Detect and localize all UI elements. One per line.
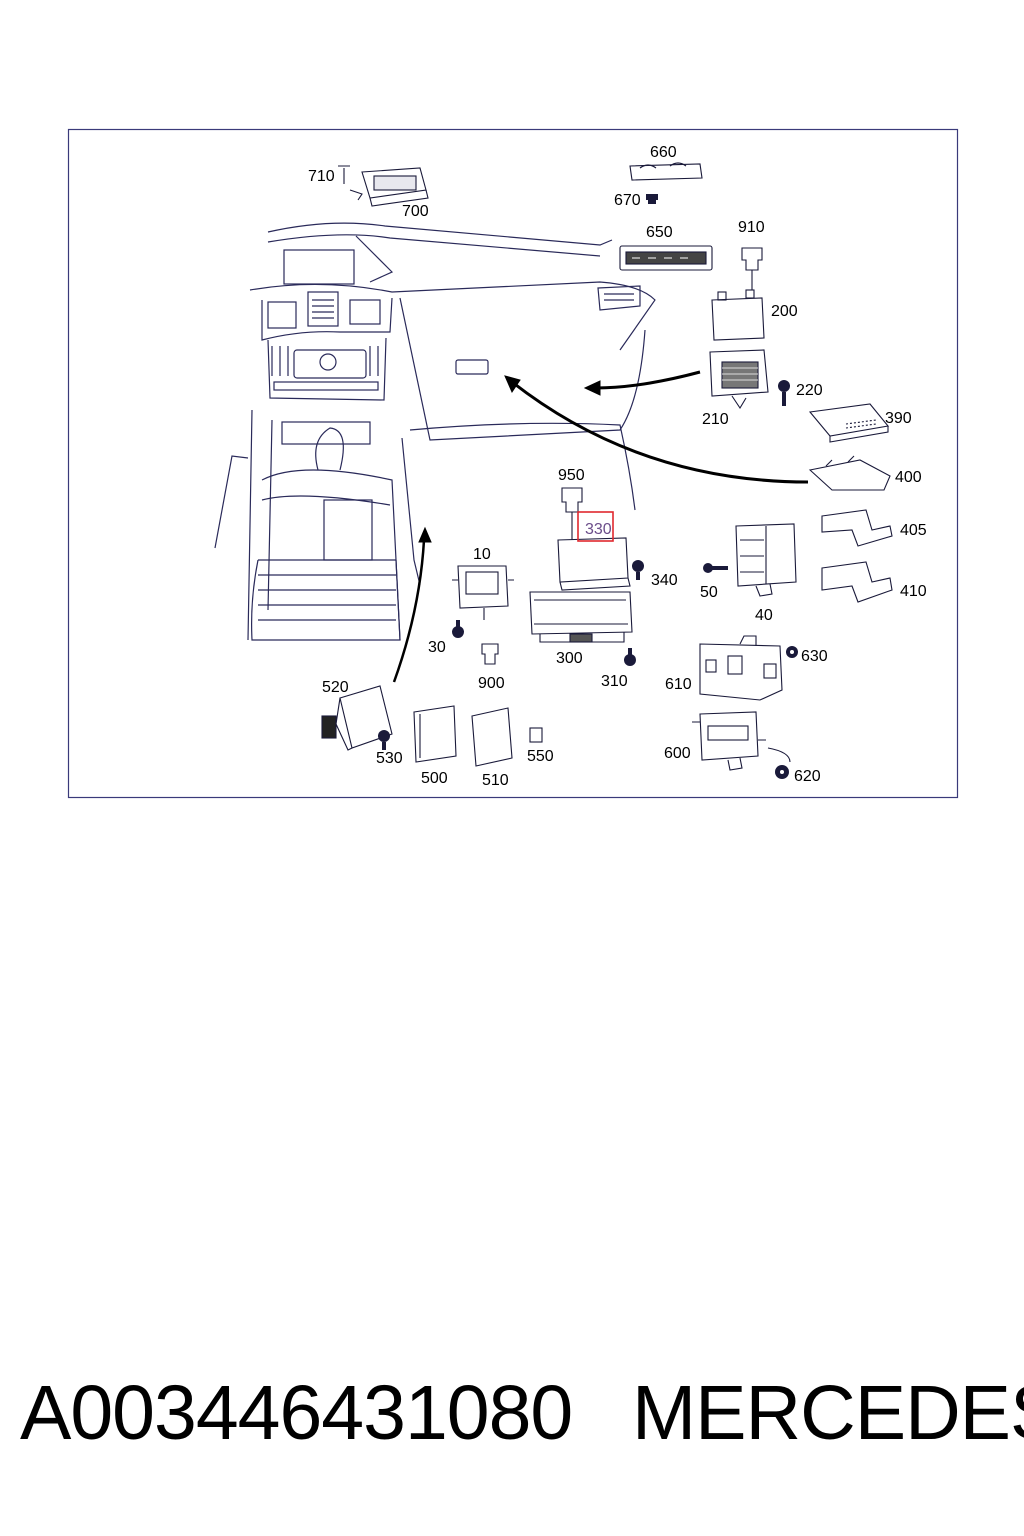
part-40-module [735, 523, 797, 597]
part-670-clip [646, 194, 658, 204]
callout-310: 310 [601, 673, 628, 690]
callout-220: 220 [796, 382, 823, 399]
part-210-fuse-box [709, 349, 769, 410]
part-500-module [413, 705, 457, 763]
callout-700: 700 [402, 203, 429, 220]
part-200-module [711, 289, 765, 341]
highlight-box-330 [577, 511, 614, 542]
callout-670: 670 [614, 192, 641, 209]
part-300-control-unit [529, 591, 633, 643]
parts-diagram: 710 700 660 670 650 910 200 220 210 390 … [67, 128, 959, 799]
callout-10: 10 [473, 546, 491, 563]
callout-650: 650 [646, 224, 673, 241]
callout-620: 620 [794, 768, 821, 785]
dashboard-illustration [214, 222, 656, 641]
part-900-connector [481, 643, 499, 665]
callout-500: 500 [421, 770, 448, 787]
part-660-lamp [629, 162, 703, 181]
callout-labels: 710 700 660 670 650 910 200 220 210 390 … [308, 144, 927, 789]
part-330-module [557, 537, 631, 591]
part-630-nut [786, 646, 798, 658]
brand-caption: MERCEDES [632, 1370, 1024, 1456]
callout-510: 510 [482, 772, 509, 789]
callout-390: 390 [885, 410, 912, 427]
callout-610: 610 [665, 676, 692, 693]
part-520-module [321, 685, 393, 751]
part-610-bracket [699, 635, 783, 701]
part-405-tray [821, 509, 893, 547]
diagram-frame [67, 128, 959, 799]
part-620-nut [775, 765, 789, 779]
callout-50: 50 [700, 584, 718, 601]
callout-30: 30 [428, 639, 446, 656]
callout-520: 520 [322, 679, 349, 696]
direction-arrows [392, 370, 809, 683]
callout-330: 330 [585, 521, 612, 538]
part-390-module [808, 403, 890, 443]
callout-400: 400 [895, 469, 922, 486]
part-340-screw [632, 560, 644, 580]
callout-200: 200 [771, 303, 798, 320]
callout-550: 550 [527, 748, 554, 765]
part-30-screw [452, 620, 464, 638]
callout-530: 530 [376, 750, 403, 767]
part-510-card [471, 707, 513, 767]
callout-950: 950 [558, 467, 585, 484]
callout-300: 300 [556, 650, 583, 667]
part-400-bracket [808, 455, 891, 491]
callout-340: 340 [651, 572, 678, 589]
part-600-module [692, 711, 791, 771]
callout-210: 210 [702, 411, 729, 428]
callout-900: 900 [478, 675, 505, 692]
part-10-module [452, 565, 514, 620]
callout-710: 710 [308, 168, 335, 185]
part-700-module [338, 165, 429, 207]
part-530-screw [378, 730, 390, 750]
callout-410: 410 [900, 583, 927, 600]
callout-910: 910 [738, 219, 765, 236]
part-number-caption: A003446431080 [20, 1370, 573, 1456]
part-550-chip [529, 727, 543, 743]
part-310-screw [624, 648, 636, 666]
part-50-screw [703, 563, 728, 573]
callout-630: 630 [801, 648, 828, 665]
part-650-switch-panel [619, 245, 713, 271]
part-220-screw [778, 380, 790, 406]
part-410-tray [821, 561, 893, 603]
part-950-connector [561, 487, 583, 540]
callout-600: 600 [664, 745, 691, 762]
callout-660: 660 [650, 144, 677, 161]
callout-405: 405 [900, 522, 927, 539]
part-910-connector [741, 247, 763, 290]
callout-40: 40 [755, 607, 773, 624]
